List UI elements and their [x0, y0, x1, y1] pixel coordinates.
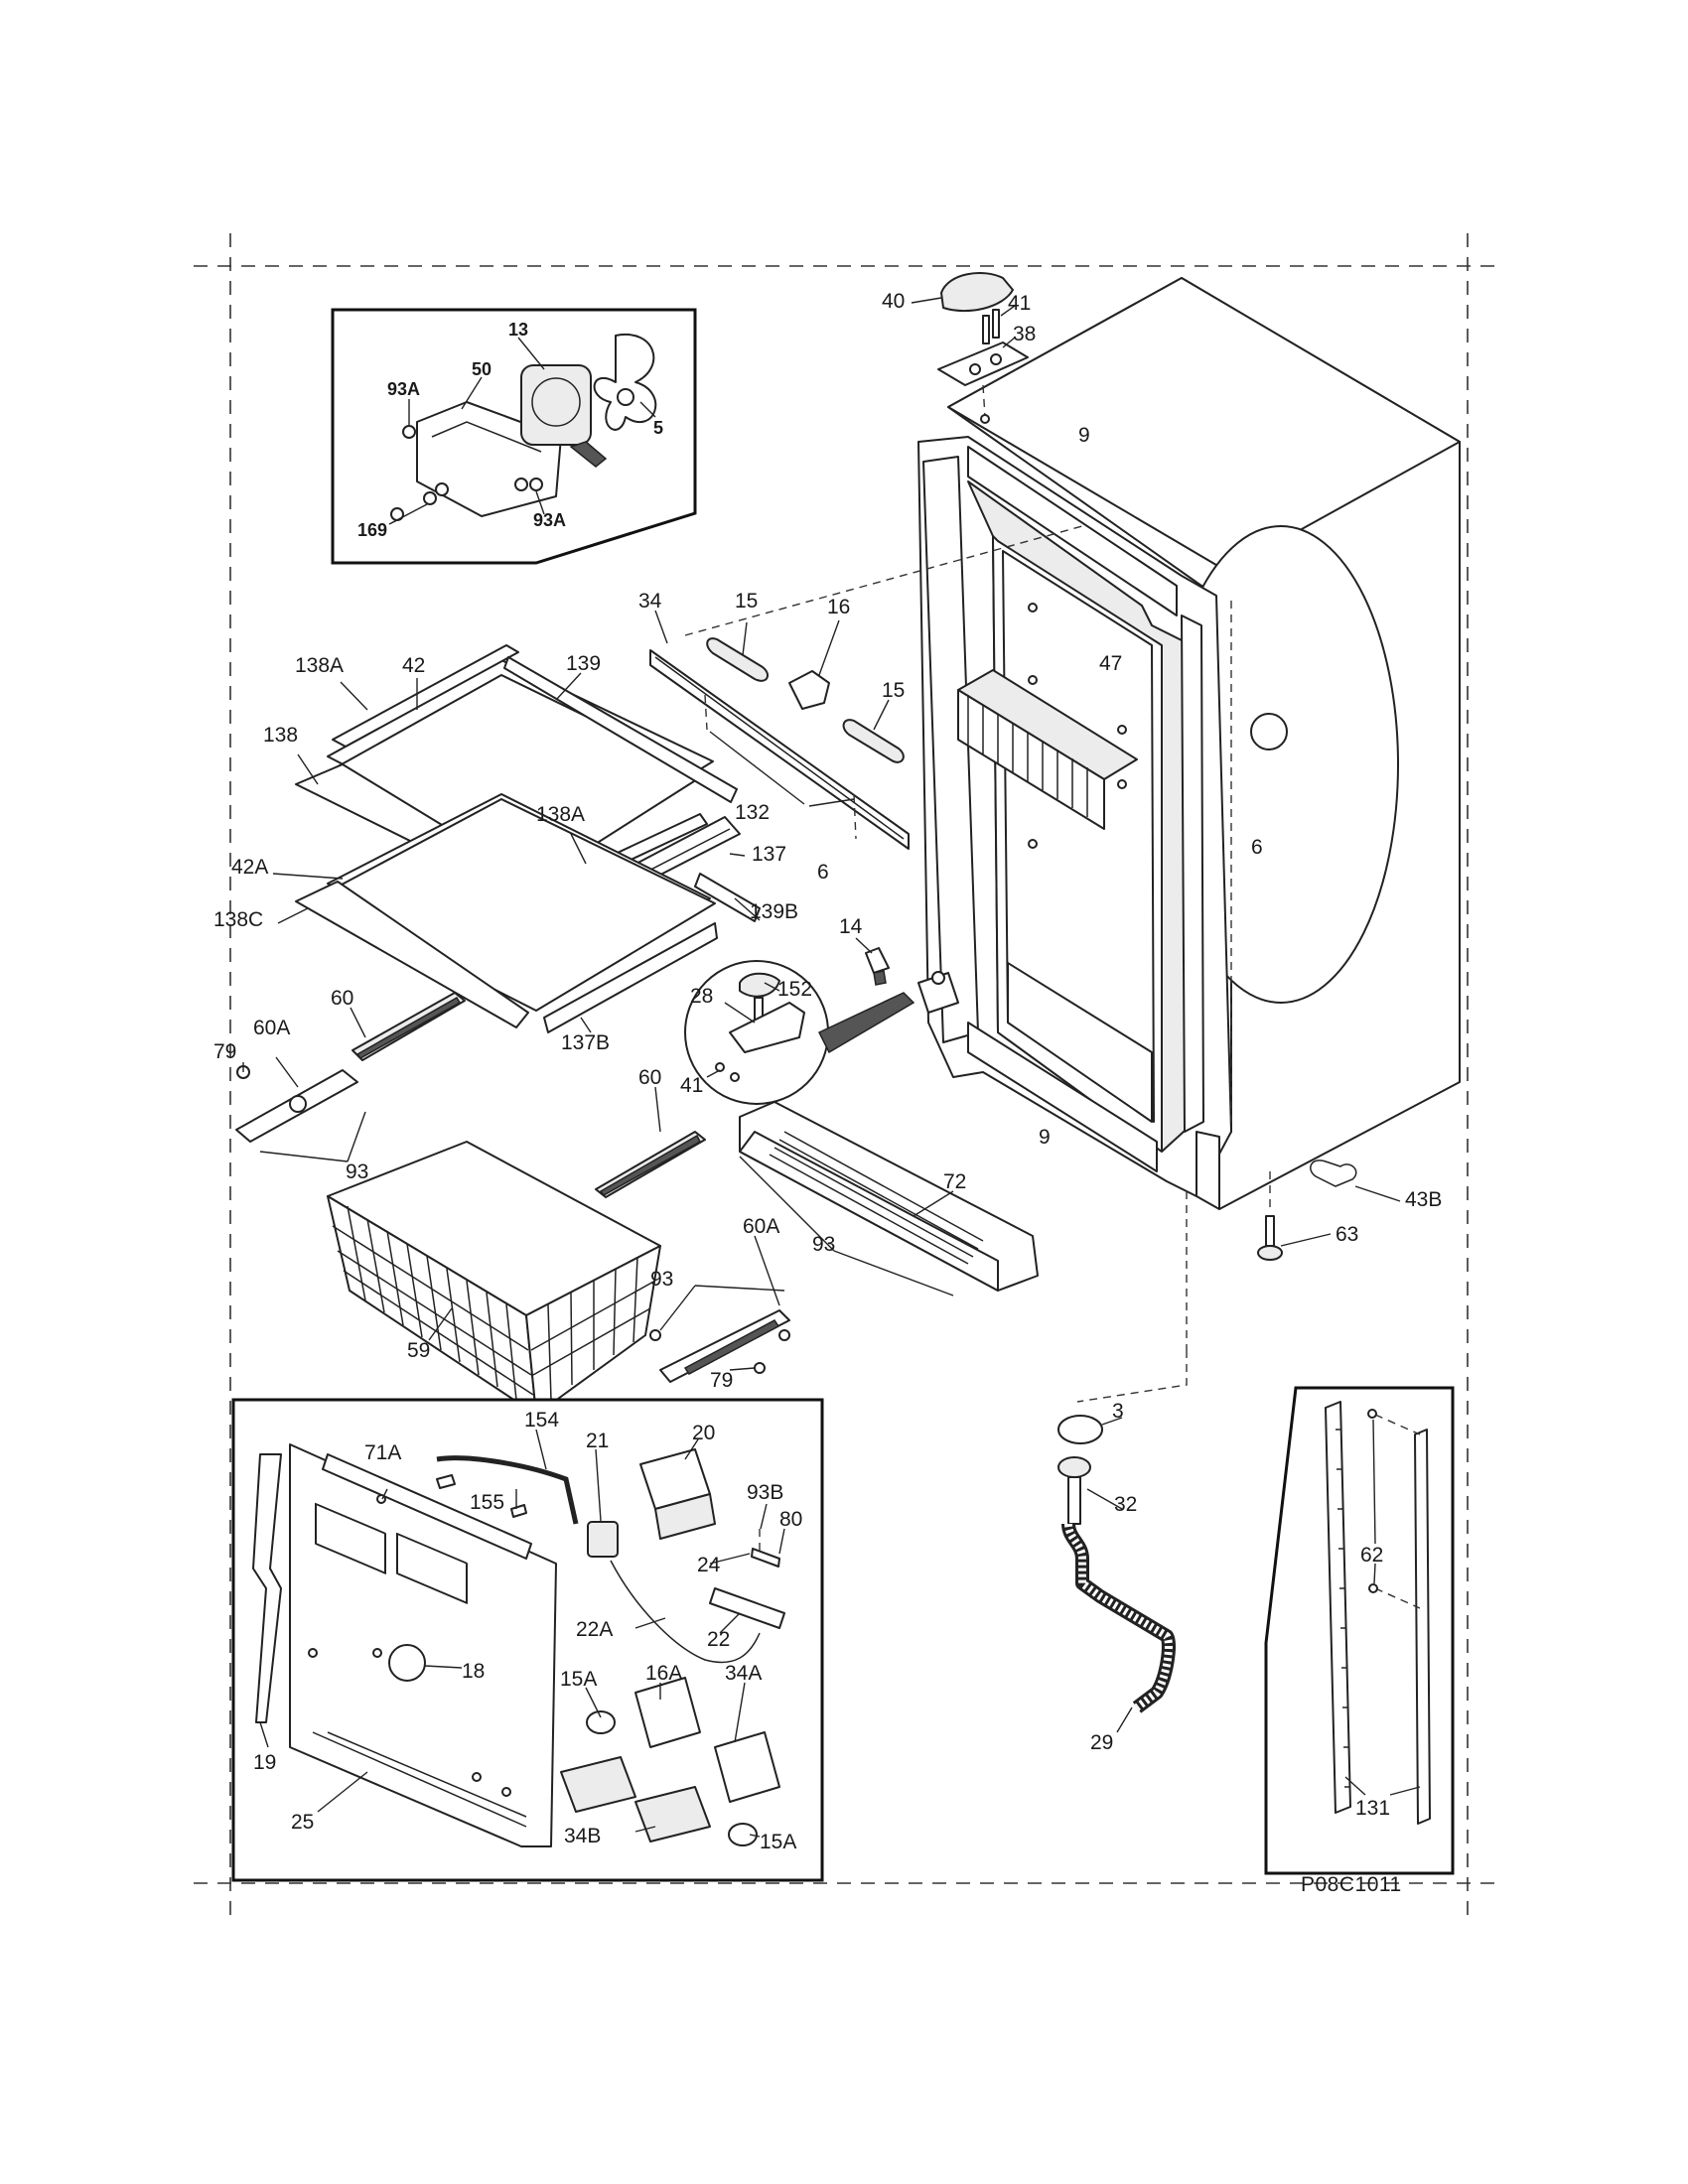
callout-43b: 43B: [1405, 1188, 1442, 1211]
wire-basket: [327, 1141, 661, 1416]
panel-label-22a: 22A: [576, 1618, 613, 1641]
callout-59: 59: [407, 1339, 430, 1362]
fan-label-93a-top: 93A: [387, 379, 420, 399]
panel-label-15a-bottom: 15A: [760, 1831, 796, 1853]
callout-79-left: 79: [213, 1040, 236, 1063]
callout-38: 38: [1013, 323, 1036, 345]
callout-47: 47: [1099, 652, 1122, 675]
callout-15-top: 15: [735, 590, 758, 613]
drain-assembly: [1057, 1350, 1188, 1733]
callout-60a-bottom: 60A: [743, 1215, 779, 1238]
drawing-code: P08C1011: [1301, 1873, 1402, 1896]
dashed-boundary: [194, 233, 1504, 1921]
panel-label-15a-top: 15A: [560, 1668, 597, 1691]
callout-93-mid: 93: [812, 1233, 835, 1256]
callout-34: 34: [638, 590, 662, 613]
callout-139b: 139B: [750, 900, 798, 923]
hinge-label-28: 28: [690, 985, 713, 1008]
panel-label-25: 25: [291, 1811, 314, 1834]
callout-132: 132: [735, 801, 770, 824]
callout-72: 72: [943, 1170, 966, 1193]
panel-label-24: 24: [697, 1554, 721, 1576]
callout-63: 63: [1336, 1223, 1358, 1246]
callout-16: 16: [827, 596, 850, 618]
fan-assembly-inset: 13 93A 50 5 169 93A: [331, 308, 697, 565]
callout-6-left: 6: [817, 861, 829, 884]
callout-41: 41: [1008, 292, 1031, 315]
front-slides: [649, 1235, 790, 1383]
callout-42a: 42A: [231, 856, 268, 879]
panel-label-93b: 93B: [747, 1481, 783, 1504]
basket-slides: [235, 992, 706, 1198]
callout-138a-top: 138A: [295, 654, 344, 677]
panel-label-18: 18: [462, 1660, 485, 1683]
leveling-leg: [1257, 1160, 1401, 1261]
callout-139: 139: [566, 652, 601, 675]
callout-137: 137: [752, 843, 786, 866]
callout-93-left: 93: [346, 1160, 368, 1183]
panel-label-21: 21: [586, 1430, 609, 1452]
shelves: [272, 644, 761, 1033]
fan-label-93a-bottom: 93A: [533, 510, 566, 530]
panel-label-80: 80: [779, 1508, 802, 1531]
fan-label-13: 13: [508, 320, 528, 340]
callout-32: 32: [1114, 1493, 1137, 1516]
light-assembly: [649, 525, 1083, 850]
rail-inset: 62 131: [1264, 1386, 1455, 1875]
panel-label-20: 20: [692, 1422, 715, 1444]
top-hinge: [911, 272, 1029, 424]
panel-label-154: 154: [524, 1409, 559, 1432]
panel-label-34b: 34B: [564, 1825, 601, 1847]
callout-3: 3: [1112, 1400, 1124, 1423]
hinge-detail-circle: [684, 937, 959, 1105]
callout-6-right: 6: [1251, 836, 1263, 859]
callout-93-bottom: 93: [650, 1268, 673, 1291]
callout-138: 138: [263, 724, 298, 747]
callout-9-top: 9: [1078, 424, 1090, 447]
rail-label-62: 62: [1360, 1544, 1383, 1567]
hinge-label-152: 152: [777, 978, 812, 1001]
callout-138c: 138C: [213, 908, 263, 931]
callout-9-bottom: 9: [1039, 1126, 1051, 1149]
control-panel-inset: 71A 154 21 20 93B 80 155 24 22A 22 18 15…: [231, 1398, 824, 1882]
panel-label-155: 155: [470, 1491, 504, 1514]
callout-15-right: 15: [882, 679, 905, 702]
callout-79-bottom: 79: [710, 1369, 733, 1392]
callout-29: 29: [1090, 1731, 1113, 1754]
panel-label-16a: 16A: [645, 1662, 682, 1685]
panel-label-34a: 34A: [725, 1662, 762, 1685]
fan-label-50: 50: [472, 359, 492, 379]
panel-label-22: 22: [707, 1628, 730, 1651]
callout-60-left: 60: [331, 987, 353, 1010]
callout-60-mid: 60: [638, 1066, 661, 1089]
fan-label-169: 169: [357, 520, 387, 540]
toe-grille: [739, 1101, 1039, 1297]
callout-137b: 137B: [561, 1031, 610, 1054]
rail-label-131: 131: [1355, 1797, 1390, 1820]
callout-14: 14: [839, 915, 863, 938]
panel-label-19: 19: [253, 1751, 276, 1774]
fan-label-5: 5: [653, 418, 663, 438]
hinge-label-41: 41: [680, 1074, 703, 1097]
freezer-cabinet: [917, 277, 1461, 1350]
panel-label-71a: 71A: [364, 1441, 401, 1464]
callout-40: 40: [882, 290, 905, 313]
callout-138a-lower: 138A: [536, 803, 585, 826]
callout-60a-left: 60A: [253, 1017, 290, 1039]
callout-42: 42: [402, 654, 425, 677]
